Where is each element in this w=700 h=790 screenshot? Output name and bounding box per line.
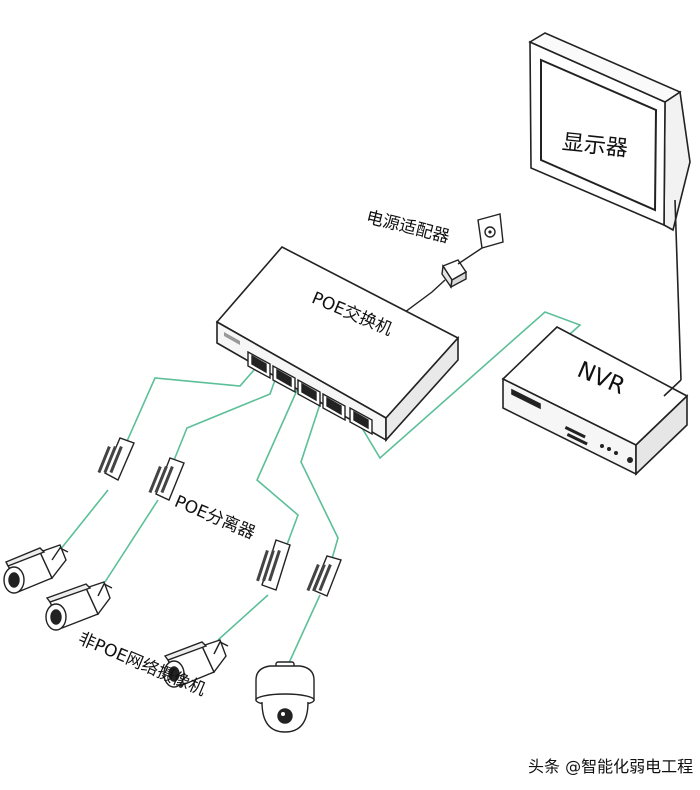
cable-port1: [111, 369, 255, 476]
poe-splitter-2: [148, 457, 185, 501]
poe-switch: [215, 246, 460, 443]
watermark-text: 头条 @智能化弱电工程: [528, 757, 693, 776]
power-adapter: [394, 213, 504, 319]
cameras: [3, 544, 315, 733]
cable-cam4: [287, 594, 321, 666]
poe-splitter-3: [256, 539, 291, 591]
cable-cam3: [217, 594, 269, 641]
adapter-label: 电源适配器: [364, 208, 451, 248]
cable-group: [59, 311, 582, 666]
cable-cam1: [59, 489, 109, 551]
bullet-camera-2: [45, 581, 113, 631]
poe-splitter-4: [306, 555, 342, 597]
splitter-label: POE分离器: [171, 492, 257, 544]
cable-switch-to-nvr: [355, 311, 582, 460]
monitor: [528, 32, 691, 381]
nvr: [501, 326, 689, 476]
poe-splitters: [97, 437, 342, 597]
bullet-camera-1: [3, 544, 69, 594]
bullet-camera-3: [163, 639, 229, 688]
poe-splitter-1: [97, 437, 135, 481]
switch-ports: [247, 350, 373, 436]
cable-cam2: [104, 499, 159, 583]
ptz-dome-camera: [255, 661, 315, 733]
